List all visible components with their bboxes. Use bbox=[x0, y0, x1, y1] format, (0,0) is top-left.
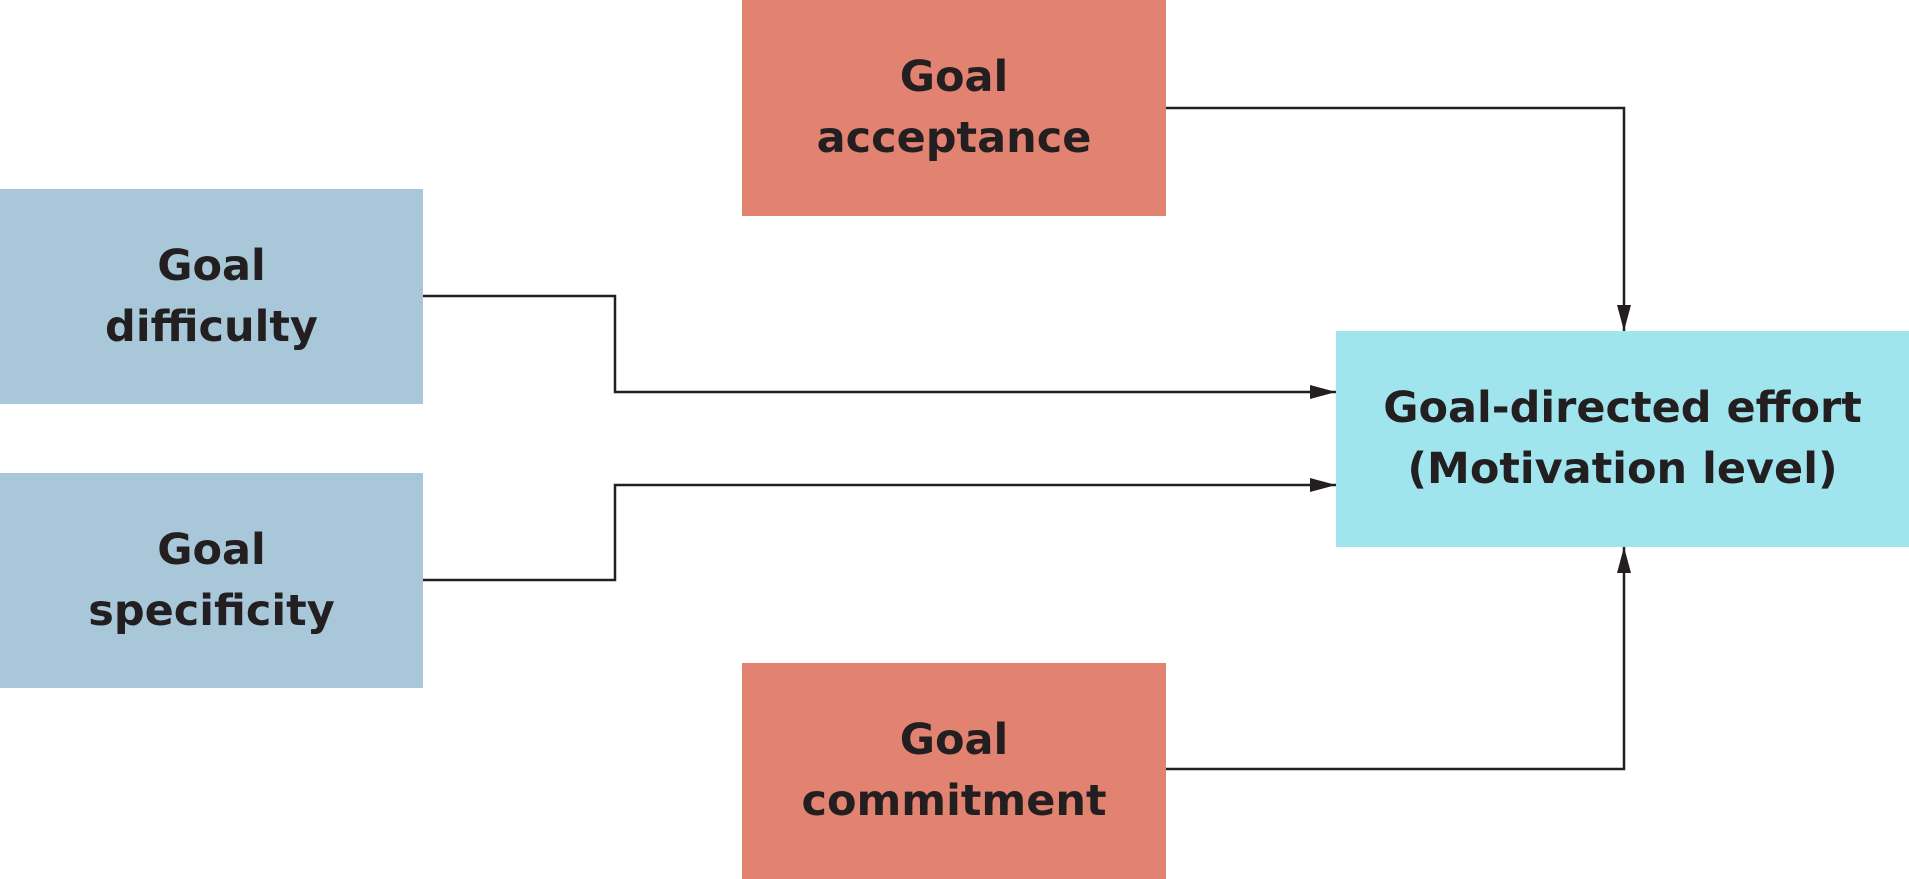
goal-difficulty-line1: Goal bbox=[157, 240, 266, 291]
goal-acceptance-line1: Goal bbox=[899, 52, 1009, 102]
goal-specificity-box: Goal specificity bbox=[0, 473, 423, 688]
goal-commitment-box: Goal commitment bbox=[742, 663, 1166, 879]
connector-commitment-to-effort bbox=[1166, 547, 1631, 771]
goal-specificity-line1: Goal bbox=[157, 524, 266, 575]
goal-commitment-line2: commitment bbox=[801, 776, 1107, 826]
goal-difficulty-box: Goal difficulty bbox=[0, 189, 423, 404]
connector-acceptance-to-effort bbox=[1166, 106, 1631, 331]
goal-directed-effort-box: Goal-directed effort (Motivation level) bbox=[1336, 331, 1909, 547]
goal-acceptance-box: Goal acceptance bbox=[742, 0, 1166, 216]
goal-difficulty-line2: difficulty bbox=[105, 301, 318, 352]
goal-specificity-line2: specificity bbox=[88, 585, 335, 636]
goal-acceptance-line2: acceptance bbox=[816, 113, 1092, 163]
goal-commitment-line1: Goal bbox=[899, 715, 1009, 765]
goal-directed-effort-line1: Goal-directed effort bbox=[1383, 383, 1862, 433]
goal-directed-effort-line2: (Motivation level) bbox=[1407, 444, 1838, 494]
connector-specificity-to-effort bbox=[423, 478, 1336, 582]
connector-difficulty-to-effort bbox=[423, 294, 1336, 399]
